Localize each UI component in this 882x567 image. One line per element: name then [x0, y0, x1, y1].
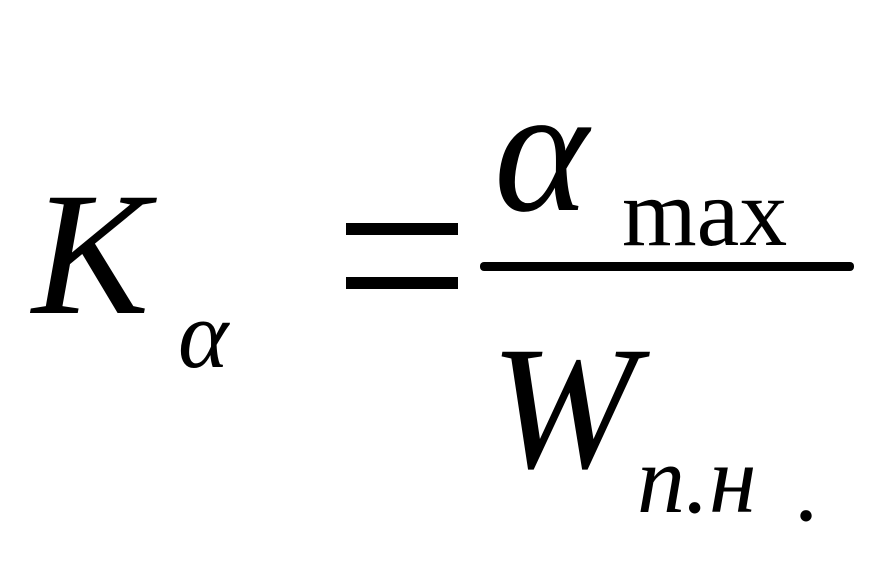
- lhs-subscript: α: [178, 281, 229, 388]
- equals-bar-bottom: [346, 277, 458, 289]
- fraction-bar: [480, 262, 854, 271]
- denominator-subscript: п.н: [637, 426, 757, 533]
- equals-sign: [346, 223, 458, 289]
- numerator-subscript: max: [622, 159, 788, 266]
- denominator-trailing-mark: .: [794, 434, 818, 541]
- equals-bar-top: [346, 223, 458, 235]
- numerator-symbol: α: [494, 50, 589, 249]
- denominator-symbol: W: [490, 311, 637, 506]
- lhs-symbol: K: [32, 157, 150, 352]
